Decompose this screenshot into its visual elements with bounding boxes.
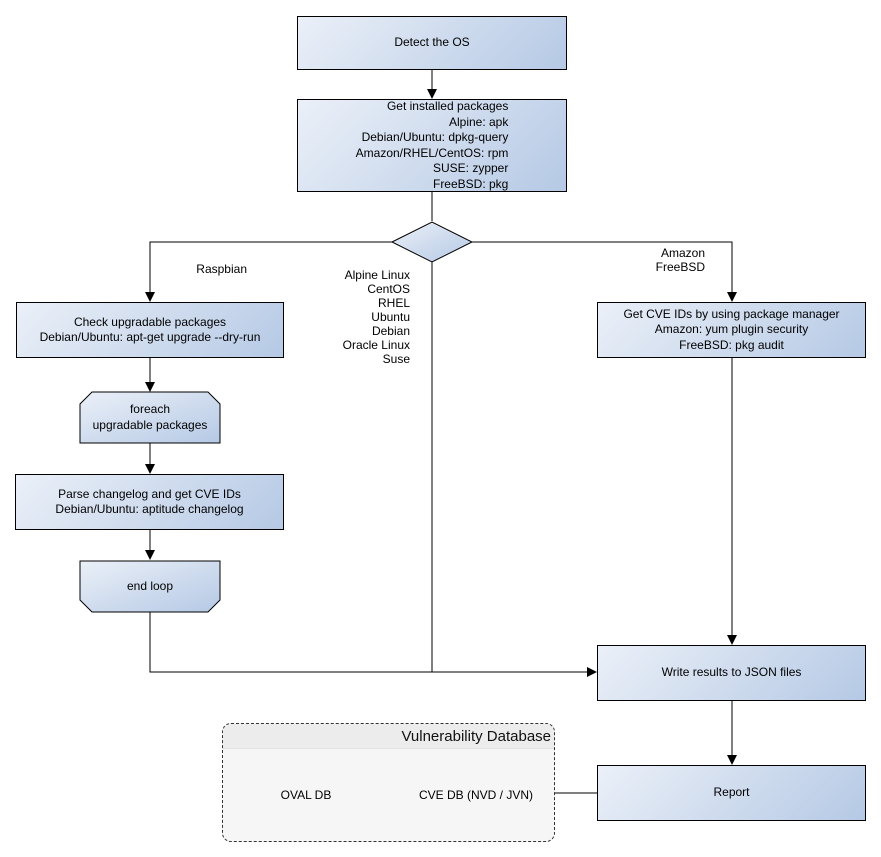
loop-start-shape — [79, 391, 221, 444]
node-get-installed-packages-label: Get installed packages Alpine: apk Debia… — [355, 99, 509, 191]
vulnerability-database-group: Vulnerability Database — [222, 723, 555, 842]
loop-end-shape — [79, 560, 221, 613]
node-check-upgradable-packages-label: Check upgradable packages Debian/Ubuntu:… — [39, 314, 261, 345]
edge-label-amazon-freebsd: Amazon FreeBSD — [655, 246, 705, 274]
node-check-upgradable-packages: Check upgradable packages Debian/Ubuntu:… — [16, 302, 284, 358]
node-get-installed-packages: Get installed packages Alpine: apk Debia… — [297, 99, 567, 192]
node-write-results-label: Write results to JSON files — [661, 665, 802, 680]
edge-label-middle-os-list: Alpine Linux CentOS RHEL Ubuntu Debian O… — [342, 268, 410, 366]
edge-decision-to-check — [145, 241, 392, 302]
vulnerability-database-title: Vulnerability Database — [223, 724, 554, 749]
decision-diamond — [390, 221, 474, 263]
edge-endloop-to-write — [149, 612, 597, 677]
edge-decision-to-getcve — [472, 241, 737, 302]
group-title-text: Vulnerability Database — [401, 727, 551, 745]
node-write-results: Write results to JSON files — [597, 645, 866, 701]
edge-label-raspbian: Raspbian — [196, 262, 247, 276]
node-parse-changelog: Parse changelog and get CVE IDs Debian/U… — [15, 474, 284, 530]
node-detect-os: Detect the OS — [297, 16, 567, 70]
node-get-cve-ids-label: Get CVE IDs by using package manager Ama… — [623, 306, 840, 352]
node-detect-os-label: Detect the OS — [394, 35, 470, 50]
node-report: Report — [597, 765, 866, 821]
node-get-cve-ids: Get CVE IDs by using package manager Ama… — [597, 302, 866, 358]
node-parse-changelog-label: Parse changelog and get CVE IDs Debian/U… — [55, 486, 244, 517]
node-report-label: Report — [713, 785, 750, 800]
flow-edges — [145, 70, 737, 794]
